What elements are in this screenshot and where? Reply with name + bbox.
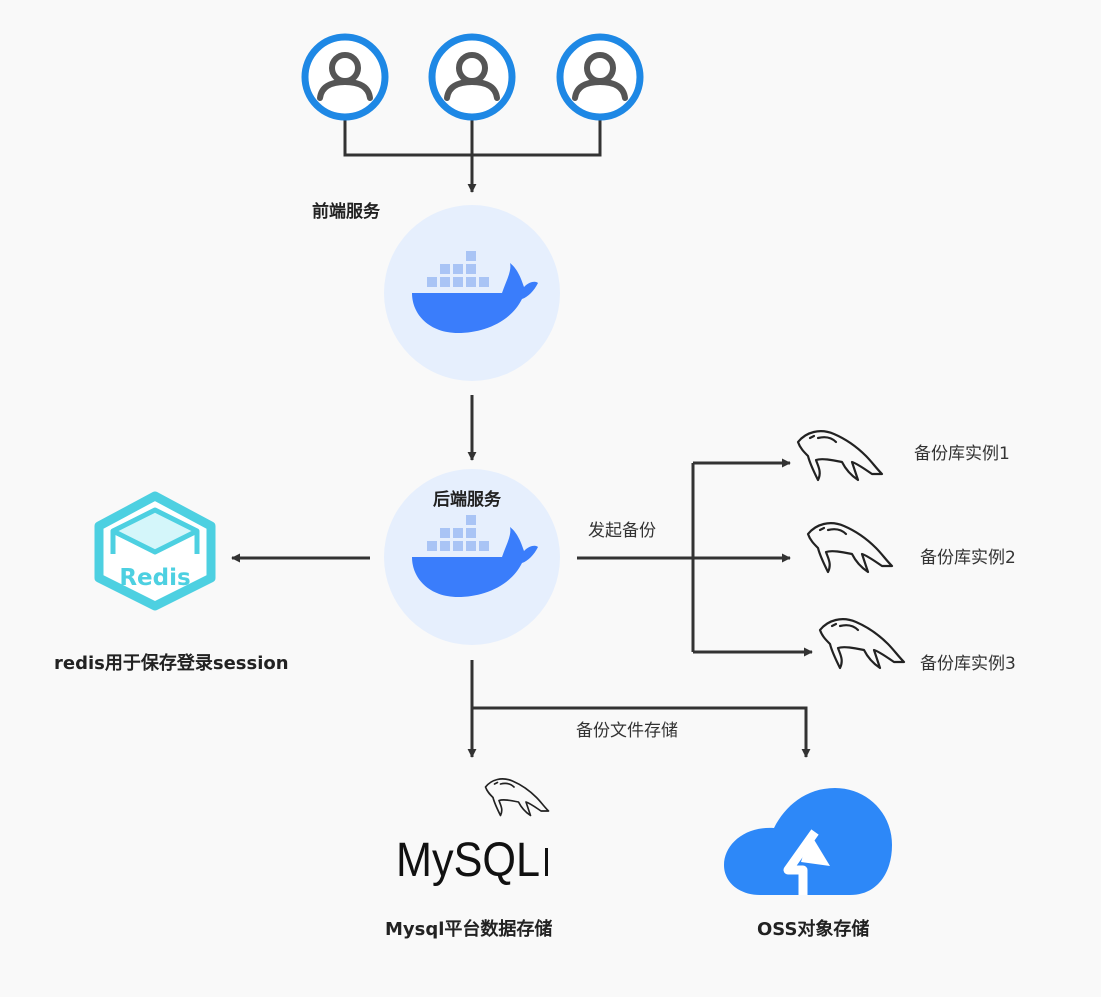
redis-icon: Redis — [94, 491, 216, 611]
user-icon — [560, 37, 640, 117]
mysql-logo-text: MySQL — [396, 834, 540, 887]
mysql-dolphin-icon — [806, 522, 894, 574]
backend-service-label: 后端服务 — [433, 490, 501, 510]
mysql-logo: MySQL — [396, 778, 550, 887]
frontend-docker-icon — [384, 205, 560, 381]
redis-logo-text: Redis — [119, 565, 190, 591]
cloud-upload-icon — [724, 788, 892, 895]
start-backup-label: 发起备份 — [588, 521, 656, 541]
frontend-service-label: 前端服务 — [312, 202, 380, 222]
backup-file-storage-label: 备份文件存储 — [576, 721, 678, 741]
user-icon — [432, 37, 512, 117]
backup-instance-1-label: 备份库实例1 — [914, 444, 1010, 464]
redis-caption: redis用于保存登录session — [54, 653, 289, 674]
mysql-caption: Mysql平台数据存储 — [385, 919, 553, 940]
mysql-dolphin-icon — [796, 430, 884, 482]
mysql-dolphin-icon — [818, 618, 906, 670]
connector-lines — [231, 118, 813, 758]
oss-caption: OSS对象存储 — [757, 919, 870, 940]
backup-instance-3-label: 备份库实例3 — [920, 654, 1016, 674]
to-oss-arrow — [472, 706, 811, 758]
user-icon — [305, 37, 385, 117]
backup-instance-2-label: 备份库实例2 — [920, 548, 1016, 568]
